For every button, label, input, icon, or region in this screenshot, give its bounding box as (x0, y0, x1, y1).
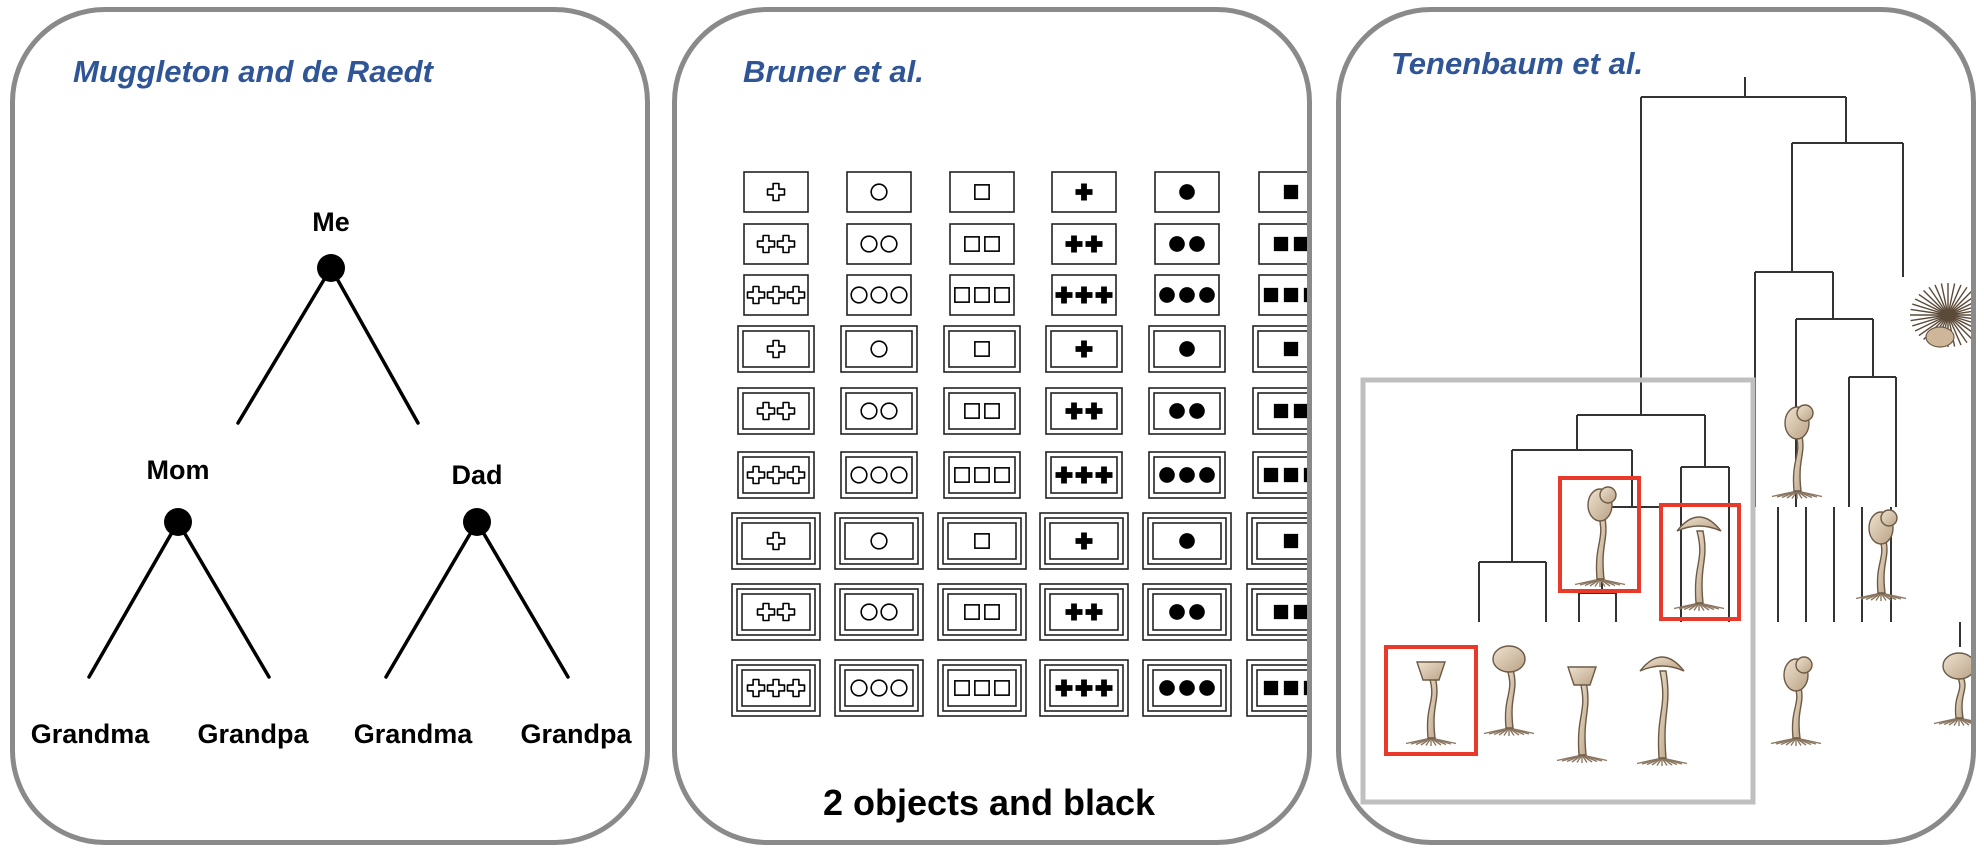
stimulus-card (731, 659, 821, 717)
edge-mom-grandpa (176, 520, 271, 679)
stimulus-card (1039, 659, 1129, 717)
tufa-object (1405, 661, 1457, 746)
edge-dad-grandpa (475, 520, 570, 679)
stimulus-card (1051, 274, 1117, 316)
edge-me-mom (236, 266, 333, 425)
tufa-object (1673, 516, 1725, 611)
family-tree: Me Mom Dad Grandma Grandpa Grandma Grand… (31, 207, 633, 749)
stimulus-card (1154, 274, 1220, 316)
panel-title: Tenenbaum et al. (1391, 46, 1644, 81)
stimulus-card (1142, 583, 1232, 641)
stimulus-card (834, 512, 924, 570)
stimulus-card (834, 659, 924, 717)
edge-mom-grandma (87, 520, 180, 679)
panel-title: Bruner et al. (743, 54, 924, 89)
stimulus-card (1051, 223, 1117, 265)
tufa-object (1574, 486, 1626, 587)
stimulus-card (737, 325, 815, 373)
stimulus-card (743, 274, 809, 316)
stimulus-card (937, 659, 1027, 717)
stimulus-card (840, 325, 918, 373)
stimulus-card (731, 512, 821, 570)
tufa-object (1771, 404, 1823, 499)
caption-layer: 2 objects and black (823, 782, 1156, 823)
label-grandpa-1: Grandpa (197, 719, 309, 749)
stimulus-card (1148, 325, 1226, 373)
stimulus-card (743, 223, 809, 265)
label-grandma-1: Grandma (31, 719, 151, 749)
stimulus-card (1252, 325, 1307, 373)
stimulus-card (1051, 171, 1117, 213)
label-mom: Mom (147, 455, 210, 485)
stimulus-card (1258, 274, 1307, 316)
stimulus-card (846, 171, 912, 213)
stimulus-card (731, 583, 821, 641)
stimulus-card (1148, 387, 1226, 435)
stimulus-card (937, 583, 1027, 641)
stimulus-card (1252, 387, 1307, 435)
highlight-box-1 (1384, 645, 1478, 756)
family-tree-panel: Muggleton and de Raedt Me Mom Dad Grandm… (10, 7, 650, 845)
stimulus-card (1142, 659, 1232, 717)
node-mom (164, 508, 192, 536)
stimulus-card (846, 274, 912, 316)
tufa-object (1770, 656, 1822, 746)
label-grandma-2: Grandma (354, 719, 474, 749)
stimulus-card (846, 223, 912, 265)
highlight-box-2 (1558, 476, 1641, 593)
label-dad: Dad (451, 460, 502, 490)
edge-me-dad (329, 266, 420, 425)
tufa-object (1933, 652, 1971, 726)
card-grid (731, 171, 1307, 717)
stimulus-card (949, 274, 1015, 316)
stimulus-card (943, 451, 1021, 499)
stimulus-card (743, 171, 809, 213)
node-me (317, 254, 345, 282)
node-dad (463, 508, 491, 536)
panel-title: Muggleton and de Raedt (73, 54, 433, 89)
stimulus-card (1045, 387, 1123, 435)
stimulus-card (834, 583, 924, 641)
taxonomy-dendrogram (1360, 77, 1971, 805)
dendrogram-lines (1478, 77, 1961, 647)
edge-dad-grandma (384, 520, 479, 679)
stimulus-card (1154, 171, 1220, 213)
stimulus-card (1142, 512, 1232, 570)
tenenbaum-taxonomy-panel: Tenenbaum et al. (1336, 7, 1976, 845)
stimulus-card (1039, 583, 1129, 641)
stimulus-card (1246, 583, 1307, 641)
tufa-object (1636, 656, 1688, 766)
selection-box (1360, 377, 1756, 805)
stimulus-card (737, 387, 815, 435)
stimulus-card (943, 325, 1021, 373)
stimulus-card (1252, 451, 1307, 499)
stimulus-card (949, 171, 1015, 213)
tufa-objects (1405, 283, 1971, 766)
stimulus-card (943, 387, 1021, 435)
stimulus-card (1045, 325, 1123, 373)
tufa-object (1910, 283, 1971, 348)
stimulus-card (1258, 223, 1307, 265)
stimulus-card (1246, 659, 1307, 717)
bruner-cards-panel: Bruner et al. 2 objects and black (672, 7, 1312, 845)
label-me: Me (312, 207, 350, 237)
stimulus-card (1045, 451, 1123, 499)
label-grandpa-2: Grandpa (520, 719, 632, 749)
grid-caption: 2 objects and black (823, 782, 1156, 823)
stimulus-card (737, 451, 815, 499)
tufa-object (1556, 666, 1608, 763)
stimulus-card (949, 223, 1015, 265)
stimulus-card (1154, 223, 1220, 265)
stimulus-card (1039, 512, 1129, 570)
stimulus-card (1148, 451, 1226, 499)
stimulus-card (1246, 512, 1307, 570)
stimulus-card (1258, 171, 1307, 213)
stimulus-card (937, 512, 1027, 570)
highlight-box-3 (1659, 503, 1741, 621)
tufa-object (1483, 645, 1535, 736)
tufa-object (1855, 509, 1907, 601)
stimulus-card (840, 451, 918, 499)
stimulus-card (840, 387, 918, 435)
